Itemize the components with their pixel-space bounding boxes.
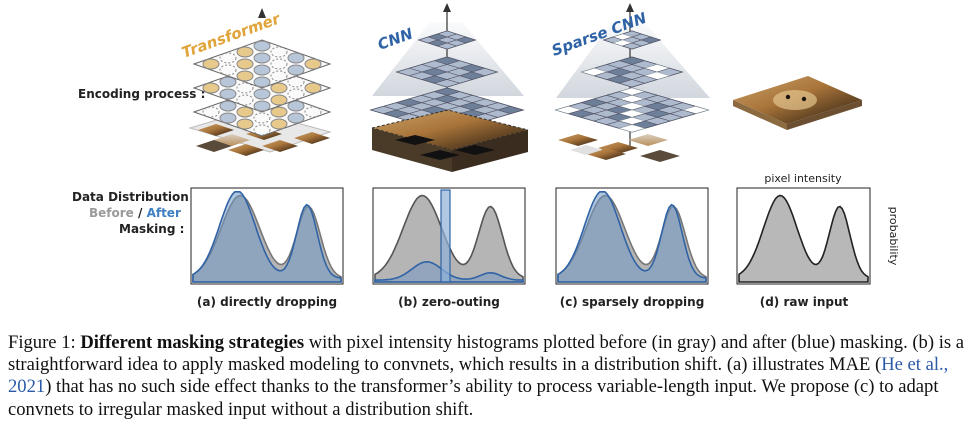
figure-1: Encoding process : Data Distribution Bef… bbox=[0, 0, 973, 330]
token-circle bbox=[305, 59, 321, 69]
data-distribution-label: Data Distribution bbox=[72, 190, 189, 204]
probability-label: probability bbox=[887, 207, 900, 266]
token-circle bbox=[203, 59, 219, 69]
panel-a-diagram: Transformer bbox=[179, 8, 330, 156]
image-patches-c bbox=[558, 134, 680, 162]
before-after-legend: Before / After bbox=[89, 206, 181, 220]
token-circle bbox=[203, 83, 219, 93]
slash-label: / bbox=[134, 206, 147, 220]
histogram-a bbox=[191, 188, 343, 284]
token-circle bbox=[271, 119, 287, 129]
token-circle bbox=[254, 89, 270, 99]
histogram-b bbox=[373, 188, 525, 284]
arrow-up-icon-b bbox=[443, 3, 451, 12]
pixel-intensity-label: pixel intensity bbox=[764, 172, 842, 185]
raw-input-image bbox=[733, 76, 862, 130]
panel-b-label: (b) zero-outing bbox=[398, 295, 500, 309]
encoding-process-label: Encoding process : bbox=[78, 87, 205, 101]
histogram-c bbox=[556, 188, 708, 284]
panel-b-diagram: CNN bbox=[371, 3, 528, 172]
token-circle bbox=[237, 119, 253, 129]
figure-caption: Figure 1: Different masking strategies w… bbox=[8, 332, 968, 421]
arrow-up-icon-c bbox=[626, 3, 634, 12]
token-circle bbox=[220, 113, 236, 123]
caption-bold: Different masking strategies bbox=[80, 332, 304, 353]
panel-d-label: (d) raw input bbox=[760, 295, 849, 309]
token-circle bbox=[288, 113, 304, 123]
panel-c-diagram: Sparse CNN bbox=[549, 3, 710, 162]
token-circle bbox=[237, 71, 253, 81]
panel-a-label: (a) directly dropping bbox=[197, 295, 337, 309]
token-circle bbox=[288, 53, 304, 63]
token-circle bbox=[254, 41, 270, 51]
token-circle bbox=[254, 65, 270, 75]
histogram-d bbox=[737, 188, 870, 284]
token-circle bbox=[254, 77, 270, 87]
token-circle bbox=[271, 95, 287, 105]
token-circle bbox=[237, 59, 253, 69]
image-zeroed-b bbox=[372, 110, 528, 172]
token-circle bbox=[237, 47, 253, 57]
token-circle bbox=[254, 101, 270, 111]
masking-label: Masking : bbox=[119, 222, 184, 236]
after-label: After bbox=[147, 206, 181, 220]
zero-spike bbox=[441, 190, 450, 282]
panel-c-label: (c) sparsely dropping bbox=[560, 295, 705, 309]
token-circle bbox=[254, 53, 270, 63]
token-circle bbox=[305, 83, 321, 93]
token-circle bbox=[288, 65, 304, 75]
token-circle bbox=[220, 89, 236, 99]
caption-prefix: Figure 1: bbox=[8, 332, 80, 353]
before-label: Before bbox=[89, 206, 134, 220]
caption-text-2: ) that has no such side effect thanks to… bbox=[8, 376, 939, 419]
